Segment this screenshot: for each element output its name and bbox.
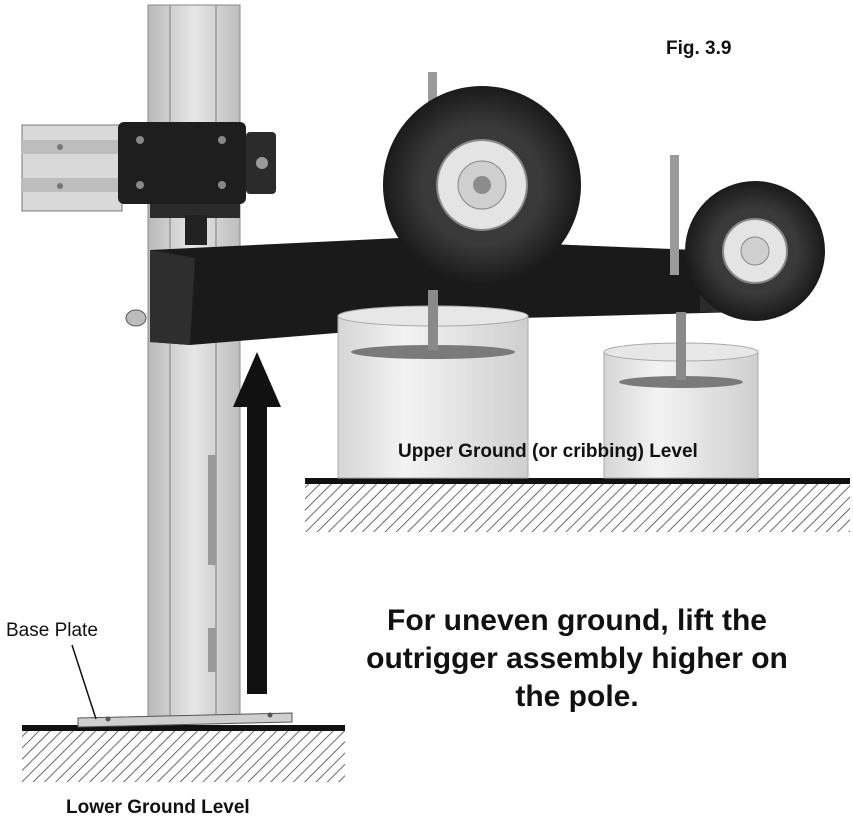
base-plate-label: Base Plate [6,620,98,641]
instruction-caption: For uneven ground, lift the outrigger as… [352,602,802,716]
figure-number: Fig. 3.9 [666,38,732,59]
base-plate [77,712,293,728]
clamp-bracket [118,122,276,245]
large-wheel [383,86,581,284]
lower-ground-label: Lower Ground Level [66,797,250,818]
upper-ground-label: Upper Ground (or cribbing) Level [398,441,698,462]
lift-arrow [233,352,281,694]
threaded-rods [428,72,679,275]
caption-line: outrigger assembly higher on [366,642,788,675]
lower-ground [22,725,345,782]
caption-line: For uneven ground, lift the [387,604,767,637]
cribbing-block-2 [603,312,759,479]
cribbing-block-1 [337,290,529,479]
vertical-pole [147,4,241,718]
base-plate-leader [71,644,97,720]
horizontal-rail [21,124,123,212]
caption-line: the pole. [515,680,639,713]
upper-ground [305,478,850,532]
small-wheel [685,181,825,321]
